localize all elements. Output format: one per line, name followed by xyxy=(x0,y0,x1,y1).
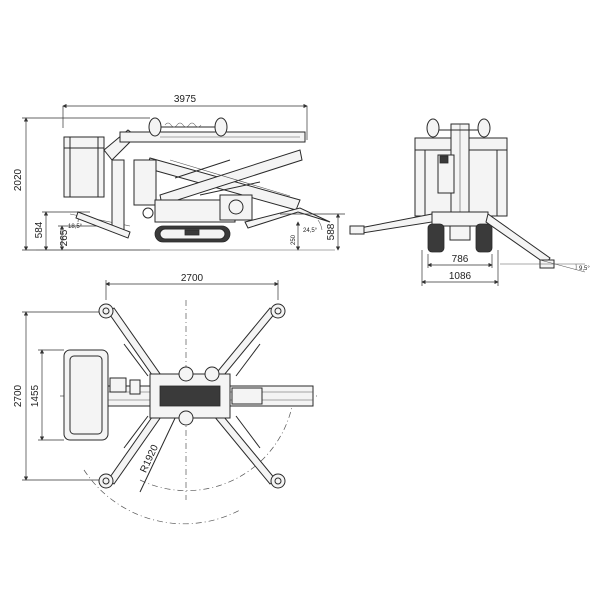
pad-top-left xyxy=(98,303,114,319)
work-lamp xyxy=(214,117,228,137)
pad-center xyxy=(274,477,282,485)
boom-line xyxy=(169,159,291,197)
pad-center xyxy=(274,307,282,315)
dim-588: 588 xyxy=(326,223,337,240)
dim-total-length: 3975 xyxy=(174,94,197,105)
outrigger-left xyxy=(75,211,131,239)
front-hub xyxy=(449,225,471,241)
front-outrigger-right xyxy=(485,213,551,265)
front-panel xyxy=(439,155,449,164)
radius-arc xyxy=(139,394,295,491)
dim-outrigger-span: 2700 xyxy=(181,273,204,284)
front-view: 786 1086 9,5° xyxy=(349,118,590,286)
side-view: 3975 2020 584 265 18,5° xyxy=(13,94,345,251)
top-basket xyxy=(63,349,109,441)
top-turret-core xyxy=(159,385,221,407)
hub xyxy=(142,207,154,219)
radius-arc-lower xyxy=(83,469,241,525)
pad-bottom-left xyxy=(98,473,114,489)
outrigger-right xyxy=(244,207,331,229)
outrigger-cylinder xyxy=(123,343,149,377)
dim-overall-width: 1086 xyxy=(449,271,472,282)
outrigger-cylinder xyxy=(235,343,261,377)
dim-total-height: 2020 xyxy=(13,168,24,191)
cylinder xyxy=(174,159,231,179)
angle-right-label: 24,5° xyxy=(303,228,318,234)
front-lamp-left xyxy=(426,118,440,138)
pad-top-right xyxy=(270,303,286,319)
pad-bottom-right xyxy=(270,473,286,489)
front-track-right xyxy=(475,223,493,253)
dim-outrigger-depth: 2700 xyxy=(13,384,24,407)
dim-250: 250 xyxy=(291,234,297,245)
front-pad-left xyxy=(349,225,365,235)
turret xyxy=(133,159,157,206)
dim-basket-width: 1455 xyxy=(30,384,41,407)
top-view: 2700 2700 1455 R1920 xyxy=(13,273,320,525)
angle-left-label: 18,5° xyxy=(68,224,83,230)
hose xyxy=(164,122,202,128)
top-wheel xyxy=(178,410,194,426)
engine-pulley xyxy=(228,199,244,215)
jib-column xyxy=(111,159,125,231)
dim-track-width: 786 xyxy=(452,254,469,265)
dim-265: 265 xyxy=(59,229,70,246)
top-light-left xyxy=(178,366,194,382)
front-outrigger-left xyxy=(354,213,433,235)
dim-turn-radius: R1920 xyxy=(139,443,162,475)
outrigger-cylinder xyxy=(123,415,149,449)
top-jib-block xyxy=(129,379,141,395)
pad-center xyxy=(102,307,110,315)
front-engine xyxy=(437,154,455,194)
top-light-right xyxy=(204,366,220,382)
top-basket-inner xyxy=(69,355,103,435)
front-angle-label: 9,5° xyxy=(579,266,590,272)
angle-arc xyxy=(317,219,323,231)
angle-line xyxy=(539,259,586,273)
work-lamp xyxy=(148,117,162,137)
front-lamp-right xyxy=(477,118,491,138)
cylinder xyxy=(199,181,261,196)
track-label xyxy=(184,229,200,236)
basket xyxy=(63,136,105,198)
engine xyxy=(219,194,253,221)
outrigger-cylinder xyxy=(235,415,261,449)
dim-584: 584 xyxy=(34,221,45,238)
top-jib-block xyxy=(109,377,127,393)
top-engine xyxy=(231,387,263,405)
front-track-left xyxy=(427,223,445,253)
pad-center xyxy=(102,477,110,485)
